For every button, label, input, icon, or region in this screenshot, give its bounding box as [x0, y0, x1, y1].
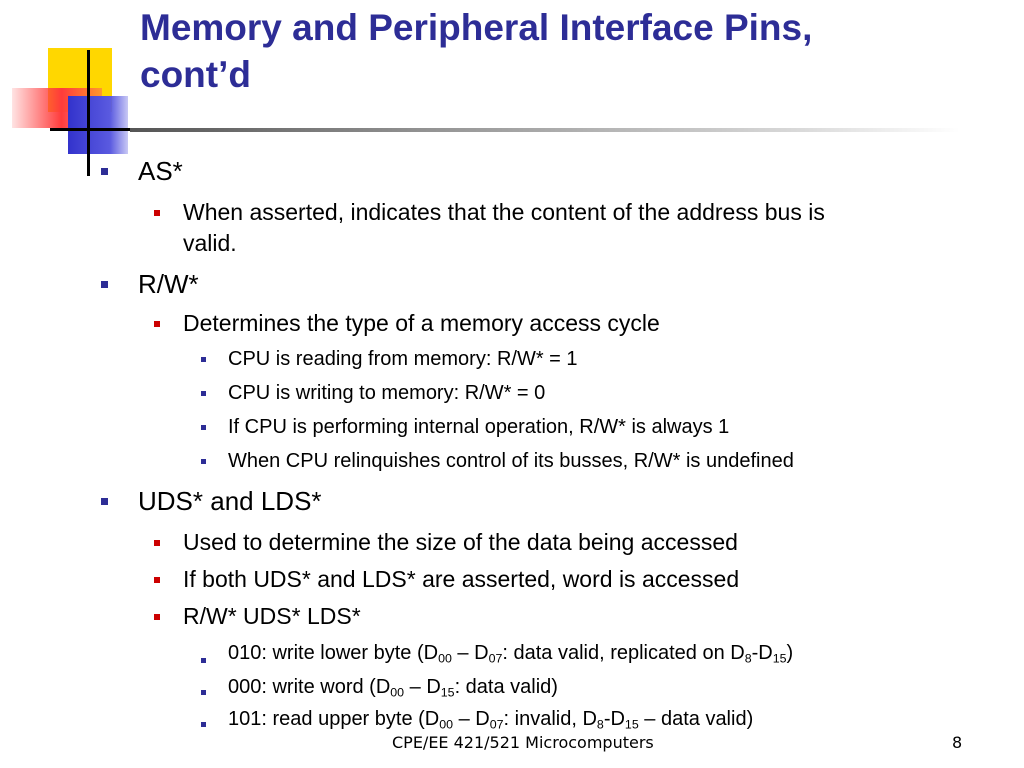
code-010: 010: write lower byte (D00 – D07: data v…	[228, 642, 794, 666]
bullet-square-icon	[154, 614, 160, 620]
as-description-line2: valid.	[183, 230, 237, 256]
bullet-square-icon	[201, 459, 206, 464]
bullet-rw: R/W*	[138, 269, 199, 299]
bullet-square-icon	[201, 722, 206, 727]
title-line-2: cont’d	[140, 54, 251, 95]
logo-horizontal-line	[50, 128, 140, 131]
code-101: 101: read upper byte (D00 – D07: invalid…	[228, 708, 754, 732]
logo-vertical-line	[87, 50, 90, 176]
as-description-line1: When asserted, indicates that the conten…	[183, 199, 825, 225]
bullet-square-icon	[201, 425, 206, 430]
bullet-square-icon	[101, 281, 108, 288]
title-underline-rule	[130, 128, 960, 132]
logo-blue-square	[68, 96, 128, 154]
uds-description-2: If both UDS* and LDS* are asserted, word…	[183, 566, 740, 592]
bullet-square-icon	[154, 210, 160, 216]
rw-description: Determines the type of a memory access c…	[183, 310, 660, 336]
bullet-square-icon	[154, 321, 160, 327]
rw-sub-3: If CPU is performing internal operation,…	[228, 416, 730, 438]
footer-course-name: CPE/EE 421/521 Microcomputers	[392, 733, 654, 752]
rw-sub-2: CPU is writing to memory: R/W* = 0	[228, 382, 546, 404]
rw-sub-1: CPU is reading from memory: R/W* = 1	[228, 348, 578, 370]
rw-sub-4: When CPU relinquishes control of its bus…	[228, 450, 794, 472]
uds-description-3: R/W* UDS* LDS*	[183, 603, 361, 629]
title-line-1: Memory and Peripheral Interface Pins,	[140, 7, 813, 48]
bullet-square-icon	[154, 577, 160, 583]
bullet-square-icon	[201, 357, 206, 362]
as-description: When asserted, indicates that the conten…	[183, 197, 993, 259]
bullet-uds-lds: UDS* and LDS*	[138, 486, 322, 516]
code-000: 000: write word (D00 – D15: data valid)	[228, 676, 558, 700]
uds-description-1: Used to determine the size of the data b…	[183, 529, 738, 555]
bullet-square-icon	[201, 690, 206, 695]
bullet-as: AS*	[138, 156, 183, 186]
bullet-square-icon	[201, 391, 206, 396]
bullet-square-icon	[101, 168, 108, 175]
slide-title: Memory and Peripheral Interface Pins, co…	[140, 4, 1000, 98]
footer-page-number: 8	[952, 733, 963, 752]
bullet-square-icon	[201, 658, 206, 663]
slide-footer: CPE/EE 421/521 Microcomputers 8	[0, 733, 1024, 755]
bullet-square-icon	[101, 498, 108, 505]
bullet-square-icon	[154, 540, 160, 546]
